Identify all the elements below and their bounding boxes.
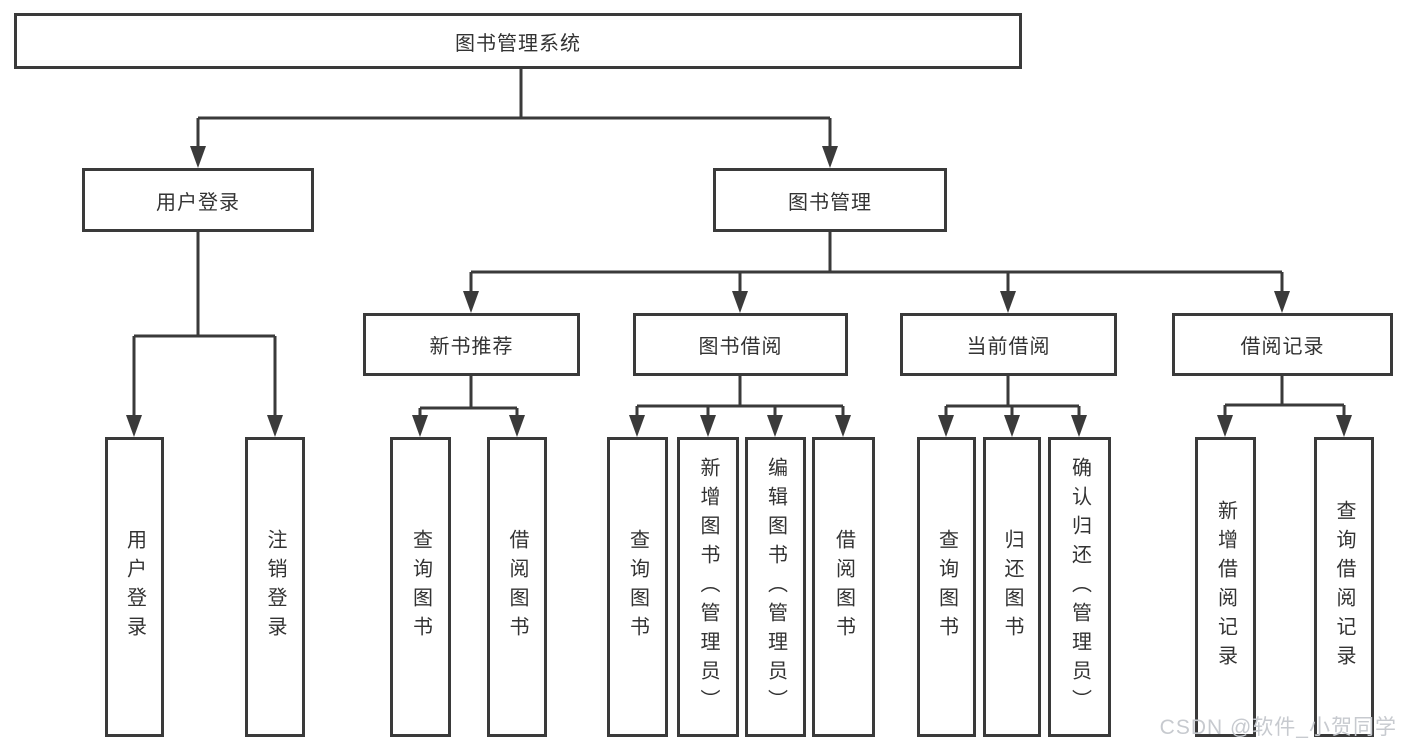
node-book-management: 图书管理 — [713, 168, 947, 232]
node-leaf-user-login: 用户登录 — [105, 437, 164, 737]
connector-root — [196, 69, 832, 148]
node-user-login-branch: 用户登录 — [82, 168, 314, 232]
node-leaf-add-borrow-record: 新增借阅记录 — [1195, 437, 1256, 737]
csdn-watermark: CSDN @软件_小贺同学 — [1159, 716, 1397, 739]
connector-book-borrow — [635, 376, 845, 417]
node-new-book-recommend: 新书推荐 — [363, 313, 580, 376]
node-leaf-return-books: 归还图书 — [983, 437, 1041, 737]
node-leaf-confirm-return-admin: 确认归还（管理员） — [1048, 437, 1111, 737]
arrowhead-icons — [126, 146, 1352, 437]
node-library-system: 图书管理系统 — [14, 13, 1022, 69]
node-leaf-edit-book-admin: 编辑图书（管理员） — [745, 437, 806, 737]
node-leaf-logout: 注销登录 — [245, 437, 305, 737]
node-current-borrow: 当前借阅 — [900, 313, 1117, 376]
connector-book-management — [469, 232, 1284, 293]
connector-current-borrow — [944, 376, 1081, 417]
node-leaf-add-book-admin: 新增图书（管理员） — [677, 437, 739, 737]
connector-borrow-records — [1223, 376, 1346, 417]
node-leaf-query-books-recommend: 查询图书 — [390, 437, 451, 737]
node-leaf-borrow-books-recommend: 借阅图书 — [487, 437, 547, 737]
connector-new-book — [418, 376, 519, 417]
node-leaf-query-borrow-record: 查询借阅记录 — [1314, 437, 1374, 737]
node-leaf-query-books-current: 查询图书 — [917, 437, 976, 737]
node-leaf-query-books-borrow: 查询图书 — [607, 437, 668, 737]
connector-user-login — [132, 232, 277, 417]
node-borrow-records: 借阅记录 — [1172, 313, 1393, 376]
node-book-borrow: 图书借阅 — [633, 313, 848, 376]
node-leaf-borrow-books: 借阅图书 — [812, 437, 875, 737]
